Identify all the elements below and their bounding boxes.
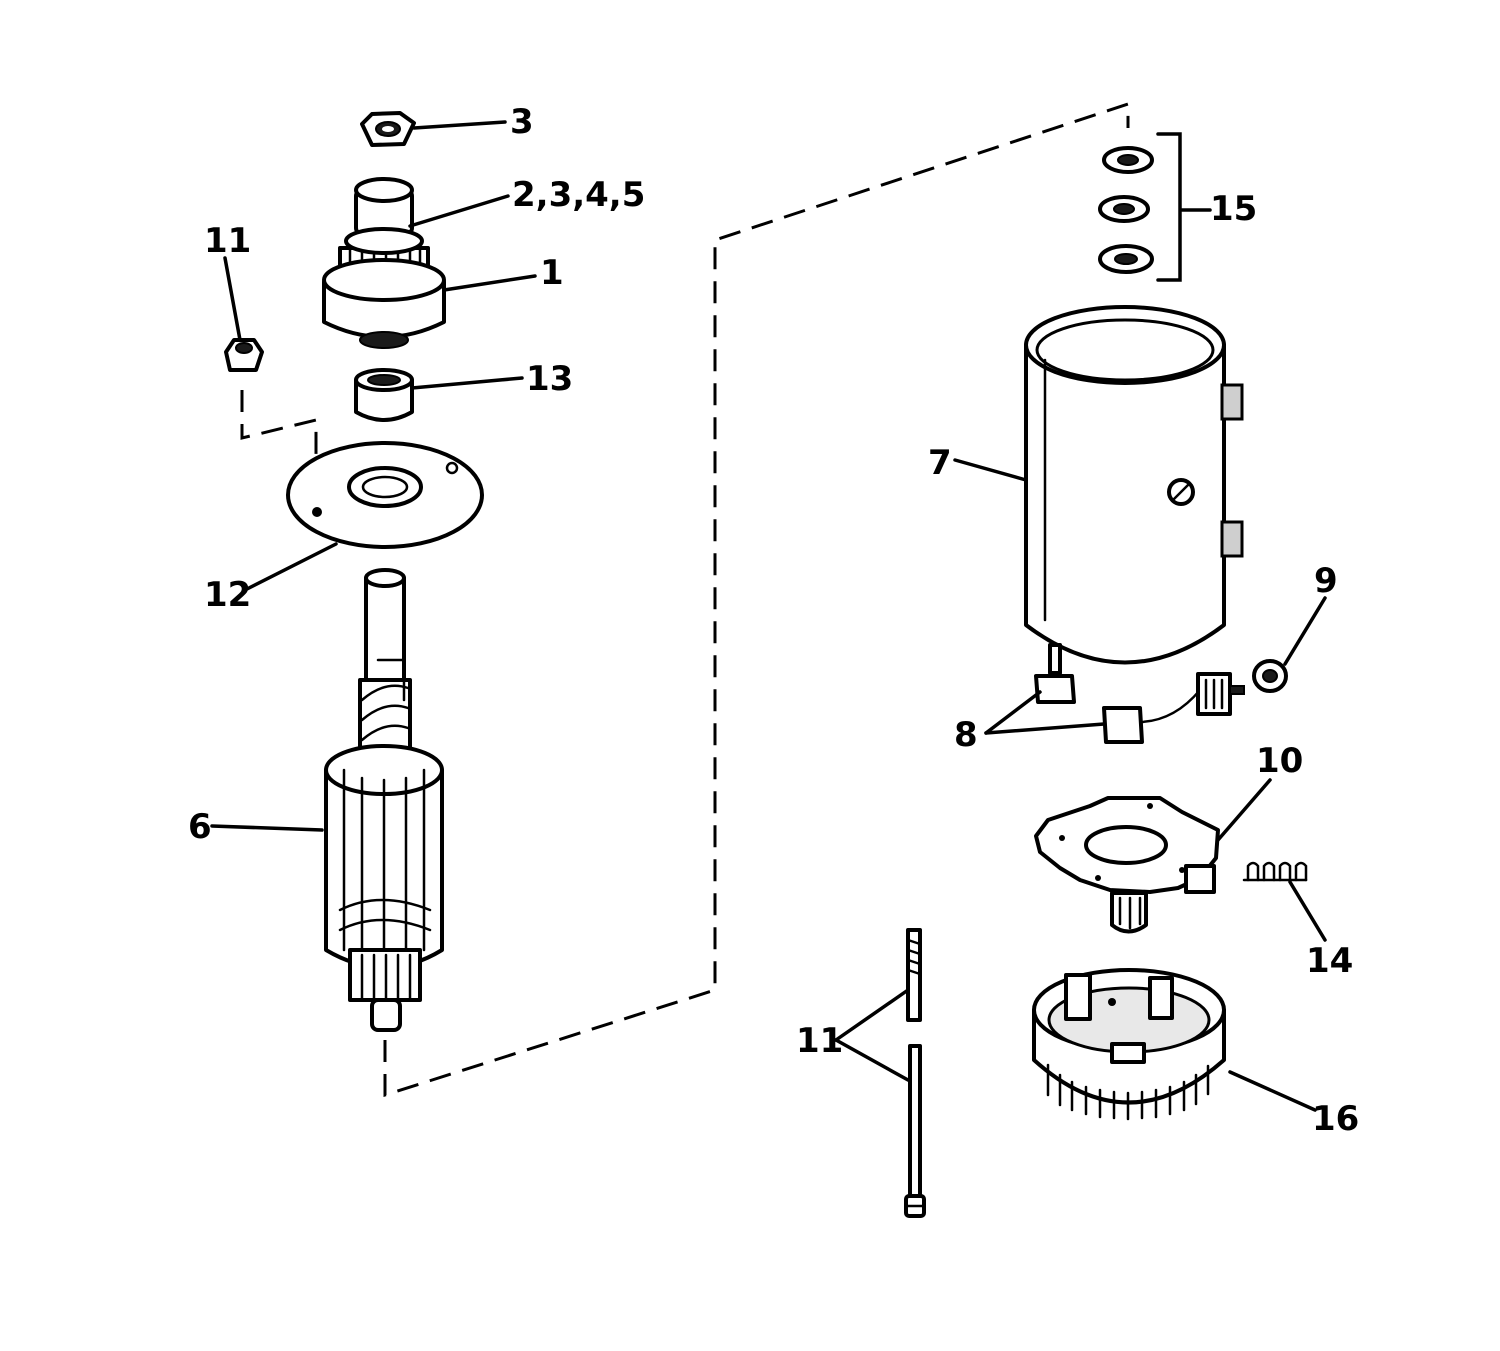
- callout-14: 14: [1306, 941, 1353, 981]
- callout-16: 16: [1312, 1099, 1359, 1139]
- callout-11-bottom: 11: [796, 1021, 843, 1061]
- callout-3: 3: [510, 102, 534, 142]
- part-washers: [1098, 146, 1154, 274]
- part-drive-assembly: [322, 177, 446, 349]
- callout-1: 1: [540, 253, 564, 293]
- leader-lines: [210, 120, 1327, 1112]
- part-nut: [360, 111, 416, 147]
- part-end-cap: [1032, 968, 1226, 1121]
- part-brush-plate: [1034, 796, 1220, 934]
- part-terminal-nut: [1252, 659, 1288, 693]
- callout-11-left: 11: [204, 221, 251, 261]
- callouts: 3 2,3,4,5 1 11 13 12 6 15 7 9 8 10 14 11…: [188, 102, 1359, 1139]
- part-frame-housing: [1024, 305, 1244, 665]
- part-end-plate: [286, 441, 484, 549]
- callout-6: 6: [188, 807, 212, 847]
- part-through-bolts: [904, 928, 926, 1218]
- assembly-guide-lines: [240, 101, 1130, 1098]
- callout-8: 8: [954, 715, 978, 755]
- callout-7: 7: [928, 443, 952, 483]
- part-springs: [1242, 861, 1308, 882]
- callout-15: 15: [1210, 189, 1257, 229]
- callout-13: 13: [526, 359, 573, 399]
- part-armature: [324, 568, 444, 1032]
- part-brushes: [1034, 643, 1245, 744]
- callout-2-3-4-5: 2,3,4,5: [512, 175, 645, 215]
- part-bushing: [354, 368, 414, 422]
- callout-12: 12: [204, 575, 251, 615]
- callout-9: 9: [1314, 561, 1338, 601]
- part-small-nut: [224, 338, 264, 372]
- callout-10: 10: [1256, 741, 1303, 781]
